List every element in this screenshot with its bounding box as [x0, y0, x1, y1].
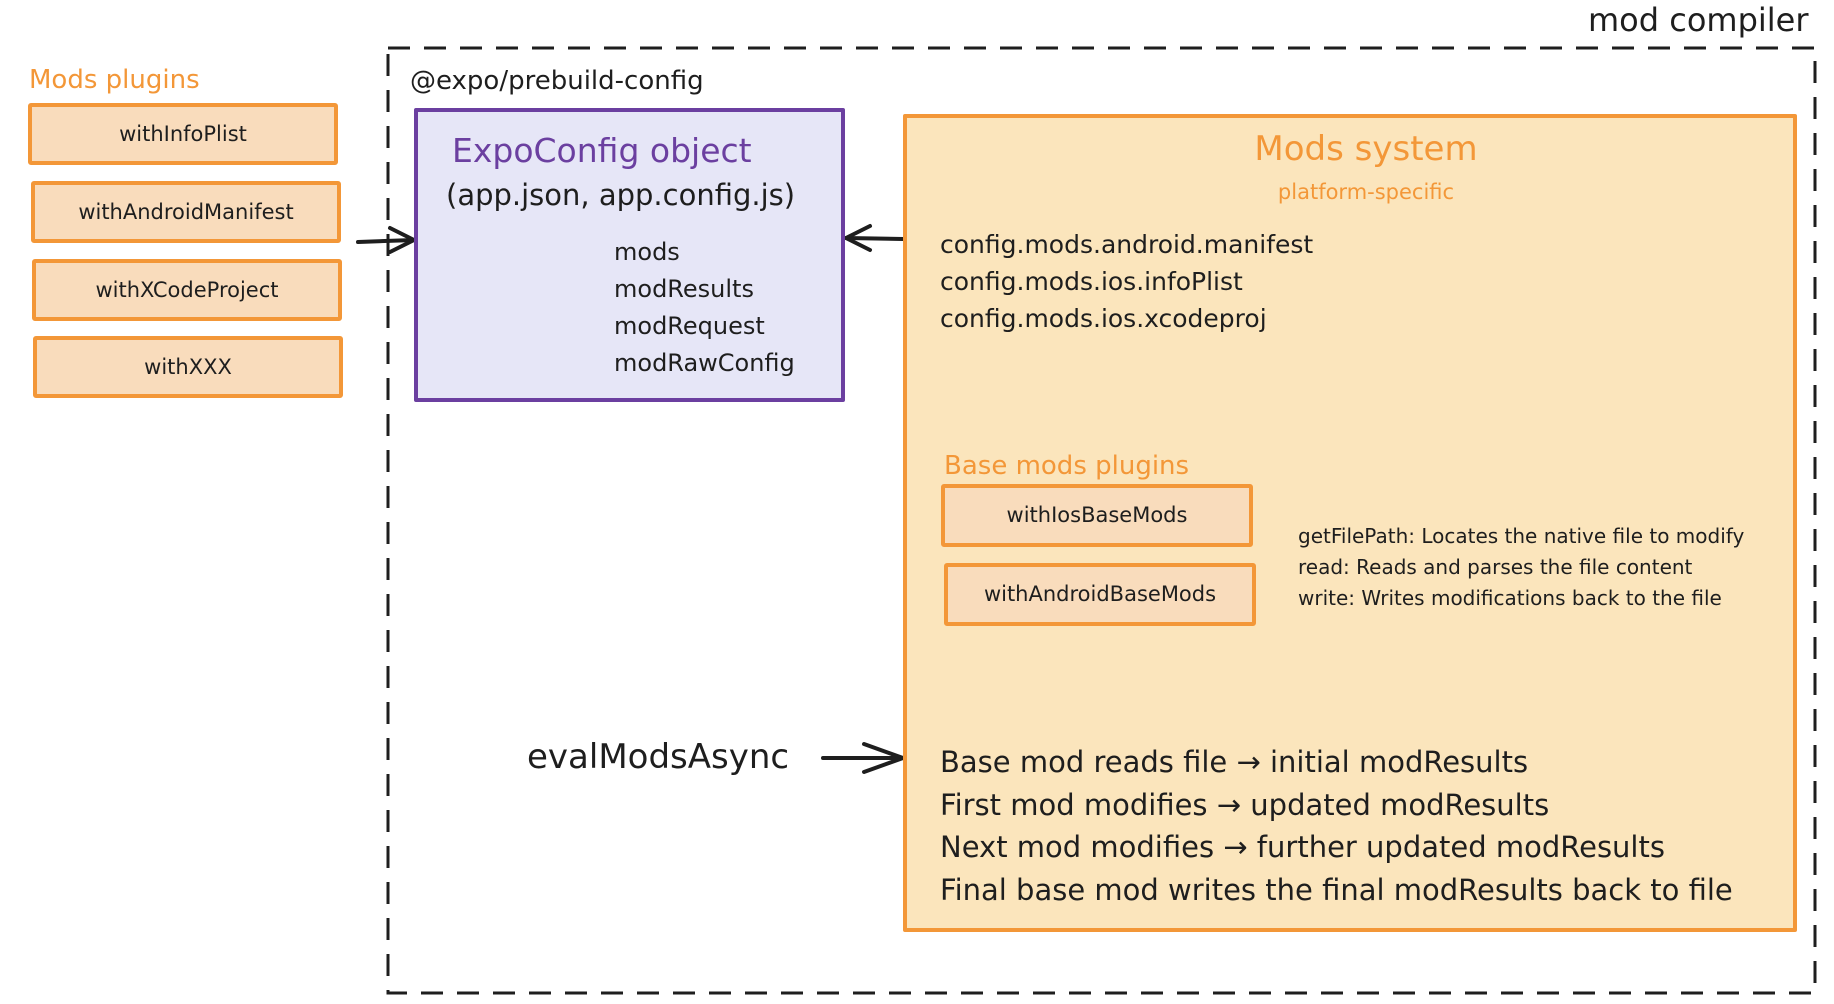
expoconfig-field: modRawConfig: [614, 349, 795, 377]
flow-step: Base mod reads file → initial modResults: [940, 745, 1529, 779]
plugin-with-android-manifest: withAndroidManifest: [31, 181, 341, 243]
plugin-with-xxx: withXXX: [33, 336, 343, 398]
base-mod-description: read: Reads and parses the file content: [1298, 555, 1693, 579]
plugin-label: withXCodeProject: [95, 277, 279, 302]
flow-steps: Base mod reads file → initial modResults…: [940, 741, 1733, 911]
plugin-label: withAndroidManifest: [78, 199, 294, 224]
config-path: config.mods.ios.xcodeproj: [940, 304, 1267, 333]
mods-system-box: Mods system platform-specific config.mod…: [903, 114, 1797, 932]
base-mod-description: write: Writes modifications back to the …: [1298, 586, 1722, 610]
expoconfig-title: ExpoConfig object: [452, 131, 752, 170]
eval-mods-async-label: evalModsAsync: [527, 737, 790, 777]
base-mod-with-ios: withIosBaseMods: [941, 484, 1253, 547]
plugin-label: withXXX: [144, 354, 232, 379]
expoconfig-subtitle: (app.json, app.config.js): [446, 178, 796, 212]
base-mod-with-android: withAndroidBaseMods: [944, 563, 1256, 626]
expoconfig-field: modResults: [614, 275, 754, 303]
prebuild-config-label: @expo/prebuild-config: [410, 66, 704, 96]
config-paths: config.mods.android.manifest config.mods…: [940, 226, 1313, 337]
mod-compiler-label: mod compiler: [1588, 1, 1809, 39]
base-mods-heading: Base mods plugins: [944, 451, 1190, 481]
flow-step: Final base mod writes the final modResul…: [940, 872, 1733, 907]
mods-plugins-heading: Mods plugins: [29, 65, 200, 95]
base-mod-description: getFilePath: Locates the native file to …: [1298, 524, 1745, 548]
base-mods-descriptions: getFilePath: Locates the native file to …: [1298, 521, 1744, 614]
expoconfig-field: mods: [614, 238, 680, 266]
config-path: config.mods.ios.infoPlist: [940, 267, 1243, 296]
plugin-with-info-plist: withInfoPlist: [28, 103, 338, 165]
mods-system-subtitle: platform-specific: [1277, 180, 1455, 204]
config-path: config.mods.android.manifest: [940, 230, 1314, 259]
expoconfig-fields: mods modResults modRequest modRawConfig: [614, 234, 795, 382]
expoconfig-field: modRequest: [614, 312, 765, 340]
flow-step: First mod modifies → updated modResults: [940, 787, 1550, 822]
mods-system-title: Mods system: [1254, 129, 1478, 169]
base-mod-label: withAndroidBaseMods: [983, 582, 1217, 606]
flow-step: Next mod modifies → further updated modR…: [940, 830, 1665, 864]
base-mod-label: withIosBaseMods: [1006, 503, 1188, 527]
plugin-label: withInfoPlist: [119, 121, 247, 146]
expoconfig-box: ExpoConfig object (app.json, app.config.…: [414, 108, 845, 402]
plugin-with-xcode-project: withXCodeProject: [32, 259, 342, 321]
